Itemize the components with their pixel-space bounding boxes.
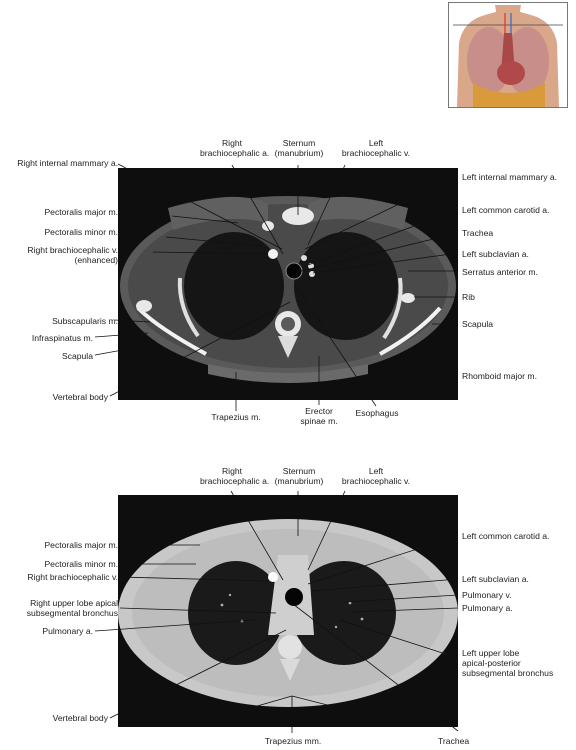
label-left-subclavian-artery-2: Left subclavian a. [462, 574, 529, 584]
label-right-upper-lobe-apical-bronchus: Right upper lobe apical subsegmental bro… [26, 598, 118, 618]
ct-scan-mediastinal-window [118, 168, 458, 405]
label-trachea: Trachea [462, 228, 494, 238]
label-right-brachiocephalic-artery: Right brachiocephalic a. [200, 138, 270, 158]
label-rib: Rib [462, 292, 475, 302]
label-left-subclavian-artery: Left subclavian a. [462, 249, 529, 259]
label-right-brachiocephalic-vein-2: Right brachiocephalic v. [27, 572, 118, 582]
label-erector-spinae: Erector spinae m. [300, 406, 338, 426]
label-pectoralis-minor-2: Pectoralis minor m. [44, 559, 118, 569]
label-trachea-2: Trachea [438, 736, 470, 746]
label-pulmonary-vein: Pulmonary v. [462, 590, 512, 600]
orientation-thumbnail [448, 2, 568, 108]
label-pectoralis-major: Pectoralis major m. [44, 207, 118, 217]
label-pulmonary-artery-left-side: Pulmonary a. [42, 626, 93, 636]
label-left-common-carotid-artery-2: Left common carotid a. [462, 531, 550, 541]
label-scapula-right-side: Scapula [462, 319, 494, 329]
label-left-brachiocephalic-vein: Left brachiocephalic v. [341, 138, 411, 158]
label-vertebral-body-2: Vertebral body [52, 713, 108, 723]
label-scapula-left-side: Scapula [61, 351, 93, 361]
label-right-brachiocephalic-artery-2: Right brachiocephalic a. [200, 466, 270, 486]
label-pectoralis-major-2: Pectoralis major m. [44, 540, 118, 550]
label-left-brachiocephalic-vein-2: Left brachiocephalic v. [341, 466, 411, 486]
label-vertebral-body: Vertebral body [52, 392, 108, 402]
label-infraspinatus: Infraspinatus m. [31, 333, 93, 343]
ct-scan-lung-window [118, 495, 458, 732]
label-esophagus: Esophagus [355, 408, 399, 418]
label-pulmonary-artery-right-side: Pulmonary a. [462, 603, 513, 613]
thorax-illustration [449, 3, 567, 107]
label-right-brachiocephalic-vein-enhanced: Right brachiocephalic v. (enhanced) [27, 245, 118, 265]
label-trapezius-mm: Trapezius mm. [264, 736, 322, 746]
label-left-internal-mammary-artery: Left internal mammary a. [462, 172, 558, 182]
label-left-common-carotid-artery: Left common carotid a. [462, 205, 550, 215]
label-subscapularis: Subscapularis m. [52, 316, 118, 326]
label-pectoralis-minor: Pectoralis minor m. [44, 227, 118, 237]
label-serratus-anterior: Serratus anterior m. [462, 267, 538, 277]
label-left-upper-lobe-apical-posterior-bronchus: Left upper lobe apical-posterior subsegm… [462, 648, 554, 678]
label-rhomboid-major: Rhomboid major m. [462, 371, 537, 381]
label-right-internal-mammary-artery: Right internal mammary a. [17, 158, 118, 168]
label-sternum-manubrium-2: Sternum (manubrium) [274, 466, 324, 486]
label-sternum-manubrium: Sternum (manubrium) [274, 138, 324, 158]
label-trapezius: Trapezius m. [211, 412, 261, 422]
